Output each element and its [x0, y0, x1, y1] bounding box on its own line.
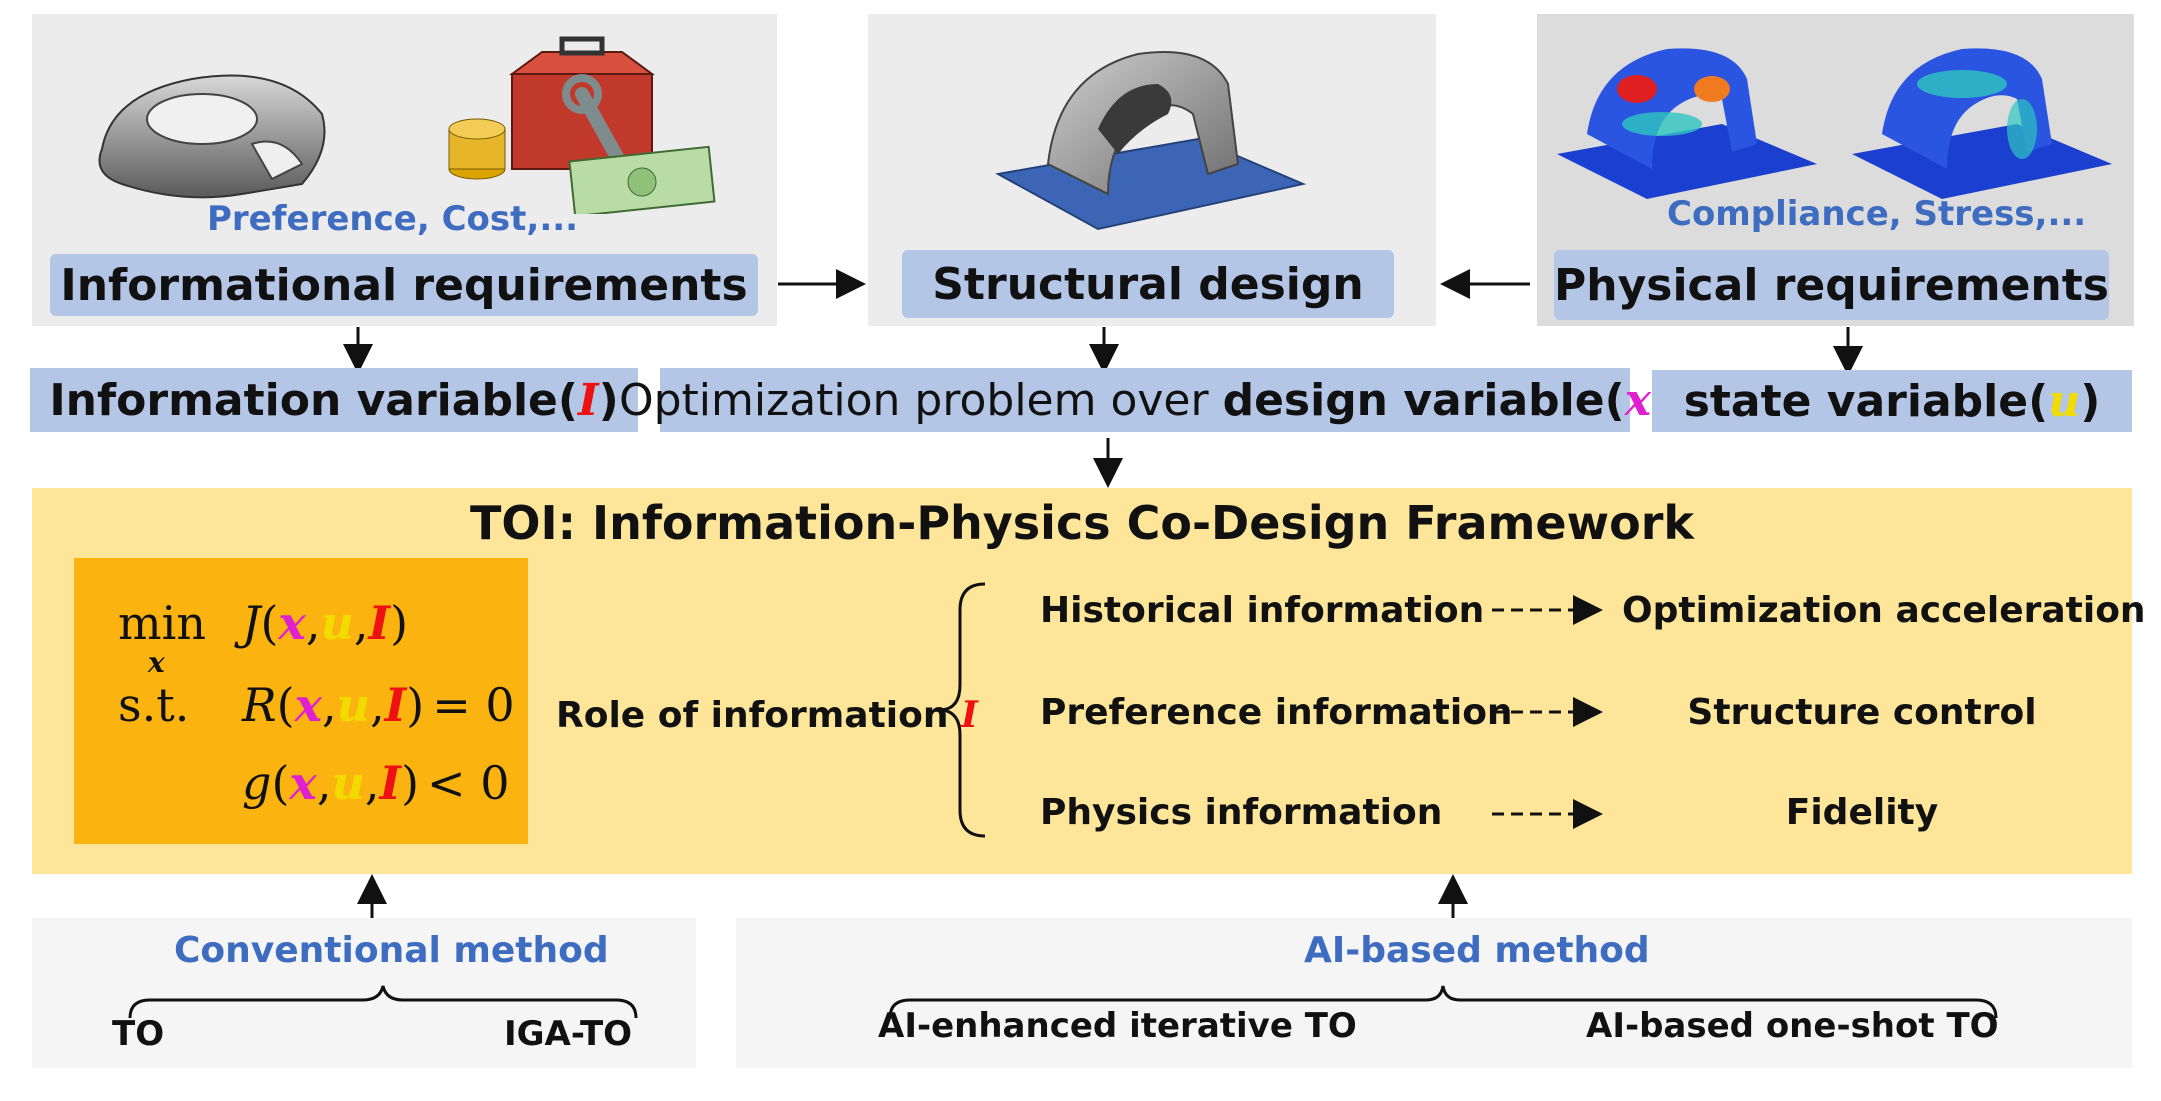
curly-brace	[941, 582, 986, 838]
min-subscript: x	[148, 646, 165, 679]
preference-information: Preference information	[1040, 692, 1513, 733]
optimization-formula: min x J(x,u,I) s.t. R(x,u,I)= 0 g(x,u,I)…	[74, 558, 528, 844]
historical-information: Historical information	[1040, 590, 1485, 631]
method-ai-based-one-shot-to: AI-based one-shot TO	[1586, 1006, 1999, 1046]
symbol-x: x	[1624, 374, 1651, 426]
state-variable: state variable(u)	[1652, 370, 2132, 432]
design-variable: Optimization problem over design variabl…	[619, 368, 1671, 432]
conventional-brace	[128, 985, 638, 1019]
constraint-row-1: s.t.	[118, 678, 190, 732]
symbol-I: I	[577, 374, 599, 426]
ai-method-panel: AI-based method AI-enhanced iterative TO…	[736, 918, 2132, 1068]
conventional-method-panel: Conventional method TO IGA-TO	[32, 918, 696, 1068]
physics-information: Physics information	[1040, 792, 1443, 833]
method-iga-to: IGA-TO	[504, 1014, 633, 1054]
ai-method-title: AI-based method	[1304, 930, 1650, 971]
informational-requirements-label: Informational requirements	[50, 254, 758, 316]
toolbox-money-icon	[448, 36, 716, 214]
informational-subtitle: Preference, Cost,...	[207, 199, 579, 239]
stress-field-icon	[1557, 48, 2112, 199]
symbol-u: u	[2048, 375, 2081, 427]
optimization-acceleration: Optimization acceleration	[1622, 590, 2146, 631]
method-ai-enhanced-iterative-to: AI-enhanced iterative TO	[878, 1006, 1357, 1046]
structural-panel: Structural design	[868, 14, 1436, 326]
information-variable: Information variable(I)	[30, 368, 638, 432]
physical-subtitle: Compliance, Stress,...	[1667, 194, 2087, 234]
toi-framework-panel: TOI: Information-Physics Co-Design Frame…	[32, 488, 2146, 874]
structure-control: Structure control	[1687, 692, 2037, 733]
seat-model-icon	[98, 74, 326, 199]
objective-row: min	[118, 596, 206, 650]
physical-panel: Compliance, Stress,... Physical requirem…	[1537, 14, 2134, 326]
physical-requirements-label: Physical requirements	[1554, 250, 2109, 320]
structural-model-icon	[995, 51, 1307, 231]
framework-title: TOI: Information-Physics Co-Design Frame…	[470, 496, 1694, 550]
informational-panel: Preference, Cost,... Informational requi…	[32, 14, 777, 326]
constraint-row-2: g(x,u,I)< 0	[242, 756, 510, 810]
dashed-arrows	[1492, 595, 1603, 829]
fidelity: Fidelity	[1785, 792, 1939, 833]
conventional-method-title: Conventional method	[174, 930, 609, 971]
method-to: TO	[112, 1014, 165, 1054]
ai-brace	[888, 985, 1998, 1019]
structural-design-label: Structural design	[902, 250, 1394, 318]
role-of-information-label: Role of information I	[556, 694, 978, 736]
